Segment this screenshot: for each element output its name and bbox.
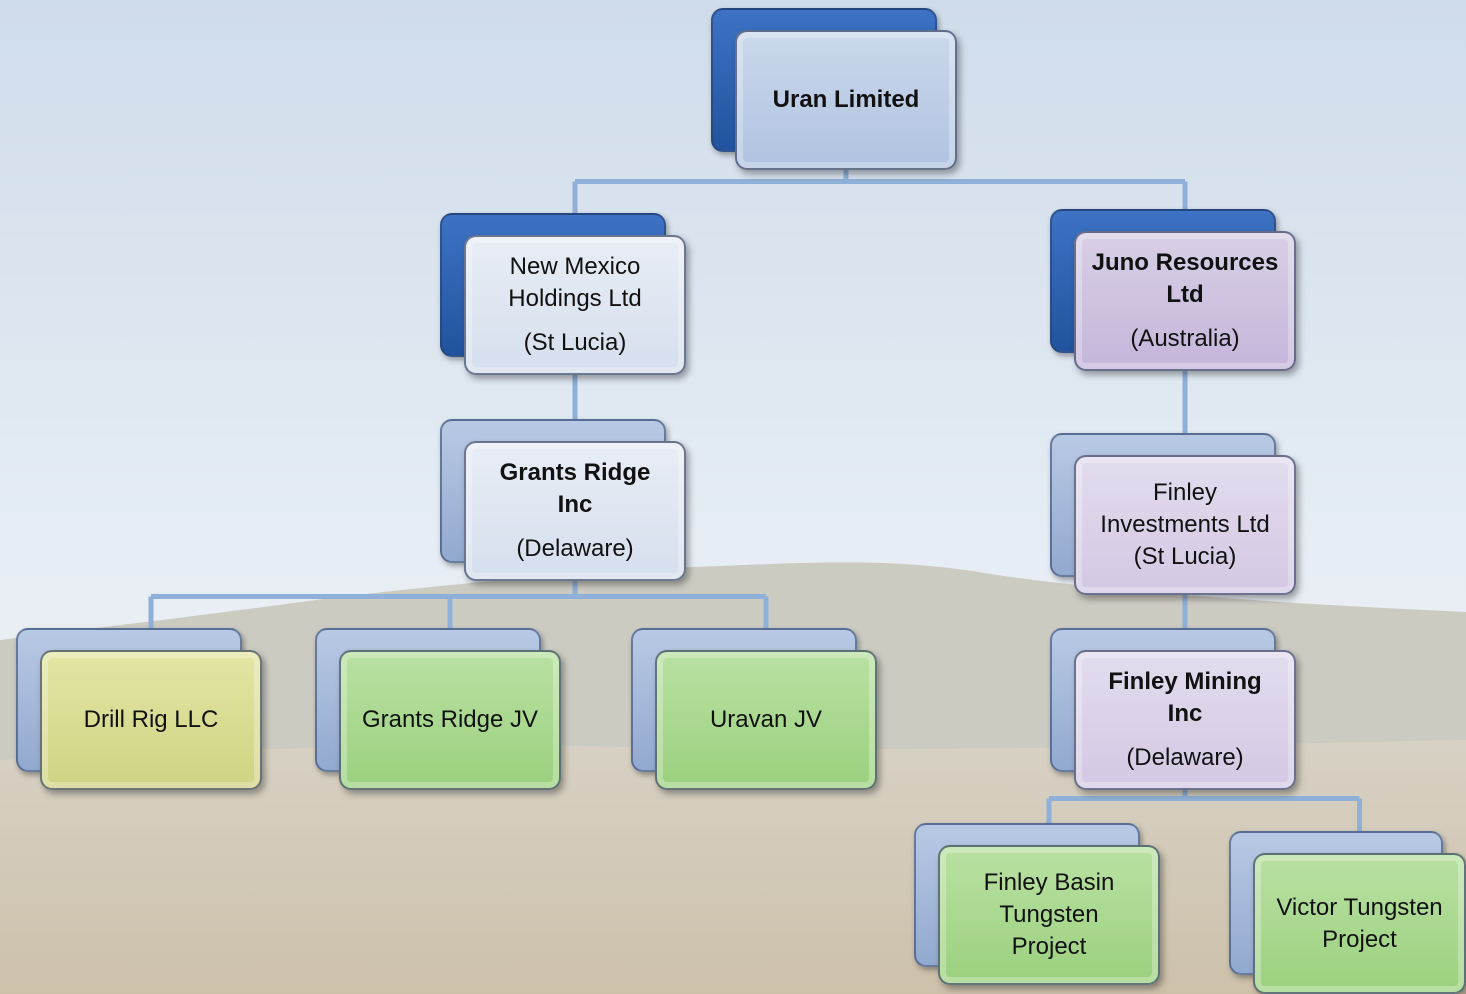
node-jurisdiction: (Australia) [1130,325,1240,352]
node-name: Finley Mining Inc [1108,668,1262,727]
node-name: Juno Resources Ltd [1091,249,1279,308]
node-name: Grants Ridge Inc [499,459,651,518]
node-name: Finley Investments Ltd [1100,479,1270,538]
node-name: Finley Basin Tungsten Project [983,869,1115,960]
node-name: Uran Limited [772,86,920,113]
node-card: New Mexico Holdings Ltd (St Lucia) [464,235,686,375]
node-jurisdiction: (St Lucia) [1133,543,1237,570]
node-card: Drill Rig LLC [40,650,262,790]
connector-fmi [1046,790,1362,831]
node-card: Uran Limited [735,30,957,170]
connector-grinc [148,581,769,628]
node-card: Victor Tungsten Project [1253,853,1466,994]
node-name: Victor Tungsten Project [1276,893,1443,953]
node-card: Finley Mining Inc (Delaware) [1074,650,1296,790]
node-card: Juno Resources Ltd (Australia) [1074,231,1296,371]
connector-uran [572,170,1188,213]
node-name: Uravan JV [709,706,823,733]
node-name: New Mexico Holdings Ltd [508,253,642,312]
node-card: Finley Investments Ltd (St Lucia) [1074,455,1296,595]
node-name: Grants Ridge JV [361,706,539,733]
node-jurisdiction: (St Lucia) [523,329,627,356]
node-card: Finley Basin Tungsten Project [938,845,1160,985]
node-name: Drill Rig LLC [83,706,219,733]
node-card: Grants Ridge JV [339,650,561,790]
node-jurisdiction: (Delaware) [1126,744,1244,771]
node-card: Grants Ridge Inc (Delaware) [464,441,686,581]
node-jurisdiction: (Delaware) [516,535,634,562]
node-card: Uravan JV [655,650,877,790]
